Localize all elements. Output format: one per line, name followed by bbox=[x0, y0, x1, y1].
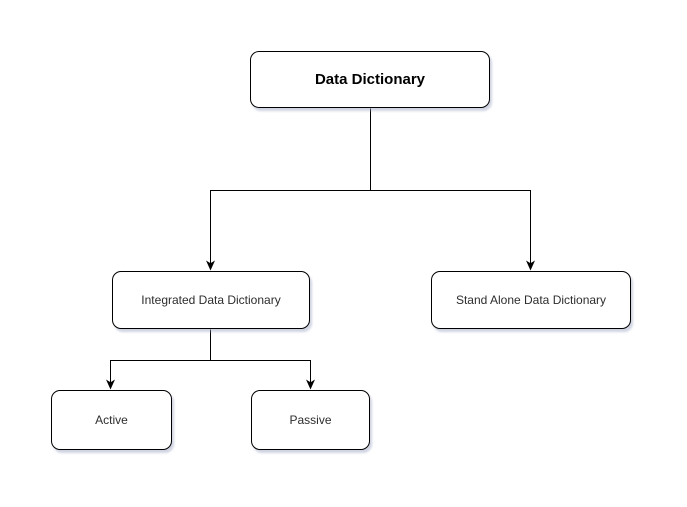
node-active[interactable]: Active bbox=[51, 390, 172, 450]
node-stand-alone-data-dictionary[interactable]: Stand Alone Data Dictionary bbox=[431, 271, 631, 329]
edge-root-to-integrated bbox=[206, 108, 371, 271]
node-passive-label: Passive bbox=[289, 412, 332, 427]
node-active-label: Active bbox=[95, 412, 128, 427]
node-stand-alone-data-dictionary-label: Stand Alone Data Dictionary bbox=[455, 292, 607, 307]
node-integrated-data-dictionary[interactable]: Integrated Data Dictionary bbox=[112, 271, 310, 329]
node-data-dictionary-label: Data Dictionary bbox=[314, 70, 426, 88]
node-passive[interactable]: Passive bbox=[251, 390, 370, 450]
node-integrated-data-dictionary-label: Integrated Data Dictionary bbox=[141, 292, 281, 307]
edge-integrated-to-active bbox=[106, 329, 211, 390]
edge-integrated-to-passive bbox=[210, 329, 315, 390]
node-data-dictionary[interactable]: Data Dictionary bbox=[250, 51, 490, 108]
edge-root-to-standalone bbox=[370, 108, 535, 271]
